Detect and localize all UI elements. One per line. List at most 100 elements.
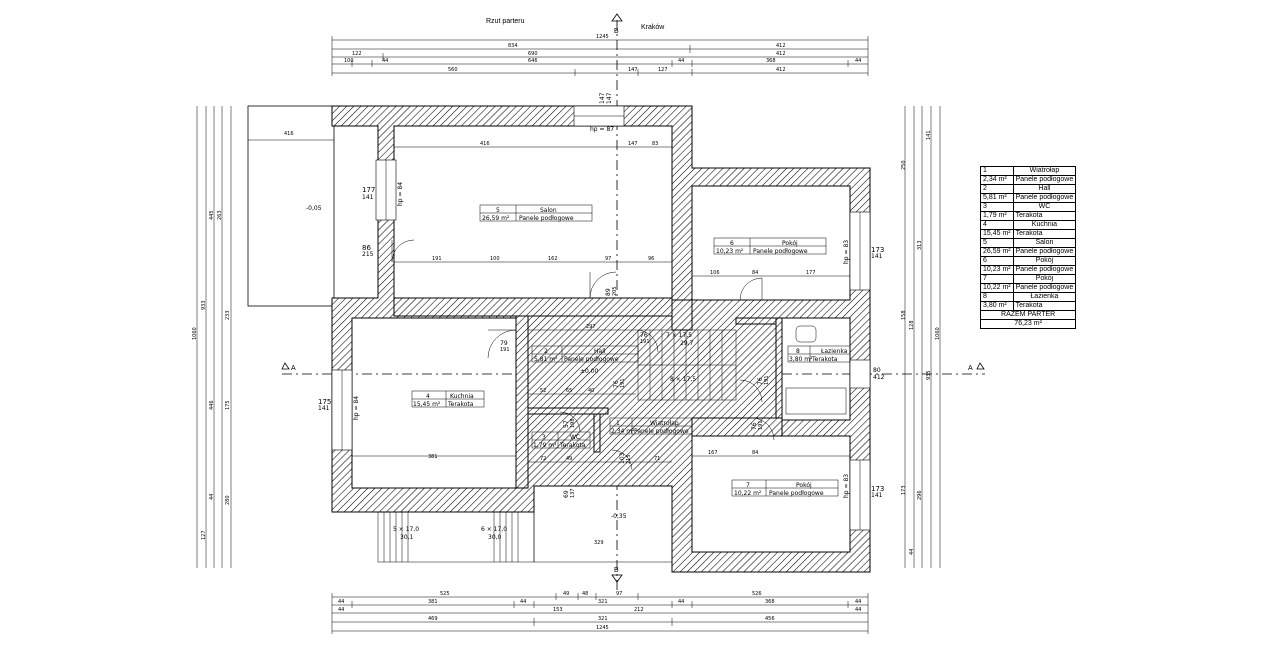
room-label-pokoj-6: 6 Pokój 10,23 m² Panele podłogowe	[713, 237, 827, 255]
legend-room-area: 26,59 m²	[980, 247, 1014, 257]
svg-text:26,59 m²: 26,59 m²	[482, 215, 510, 222]
section-mark-b-top: B	[611, 13, 623, 35]
svg-text:76: 76	[757, 377, 764, 385]
svg-text:141: 141	[318, 405, 330, 412]
svg-text:Łazienka: Łazienka	[820, 348, 848, 355]
svg-text:147: 147	[606, 92, 613, 104]
legend-room-number: 5	[980, 238, 1014, 248]
door-swings	[391, 239, 775, 471]
svg-text:250: 250	[901, 160, 907, 170]
dim-wc-3: 71	[654, 456, 660, 462]
sill-pokoj6: hp = 83	[843, 240, 850, 264]
legend-room-number: 6	[980, 256, 1014, 266]
svg-text:233: 233	[225, 310, 231, 320]
svg-text:175: 175	[318, 398, 331, 406]
legend-room-name: WC	[1012, 202, 1077, 212]
room-label-wc: 3 WC 1,79 m² Terakota	[531, 431, 591, 449]
svg-text:321: 321	[598, 599, 608, 605]
windows	[331, 105, 871, 531]
svg-text:128: 128	[909, 320, 915, 330]
svg-text:1060: 1060	[192, 327, 198, 340]
svg-text:89: 89	[605, 288, 612, 296]
section-mark-a-right: A	[968, 362, 985, 372]
svg-text:10,23 m²: 10,23 m²	[716, 248, 744, 255]
legend-room-floor: Panele podłogowe	[1012, 175, 1077, 185]
dim-salon-5: 100	[490, 256, 500, 262]
room-label-hall: 2 Hall 5,81 m² Panele podłogowe	[531, 345, 639, 363]
svg-text:Pokój: Pokój	[782, 240, 798, 247]
svg-text:1,79 m²: 1,79 m²	[533, 442, 557, 449]
entrance-steps	[377, 485, 673, 563]
legend-room-floor: Terakota	[1012, 211, 1077, 221]
svg-text:191: 191	[500, 347, 510, 353]
legend-room-area: 15,45 m²	[980, 229, 1014, 239]
svg-text:3: 3	[542, 434, 546, 441]
svg-text:313: 313	[917, 240, 923, 250]
svg-text:Salon: Salon	[540, 207, 557, 214]
legend-room-name: Pokój	[1012, 274, 1077, 284]
svg-text:1245: 1245	[596, 34, 609, 40]
stair-label-2: 8 × 17,5	[670, 376, 696, 383]
legend-room-name: Hall	[1012, 184, 1077, 194]
svg-text:191: 191	[758, 420, 764, 430]
dim-salon-7: 97	[605, 256, 611, 262]
svg-text:525: 525	[440, 591, 450, 597]
svg-text:Panele podłogowe: Panele podłogowe	[519, 215, 574, 222]
svg-text:177: 177	[362, 186, 375, 194]
svg-text:2: 2	[544, 348, 548, 355]
svg-text:100: 100	[344, 58, 354, 64]
stair-label-1: 7 × 17,5	[666, 332, 692, 339]
svg-text:5,81 m²: 5,81 m²	[534, 356, 558, 363]
dim-wc-1: 72	[540, 456, 546, 462]
entry-stair-label-1: 5 × 17,0	[393, 526, 419, 533]
svg-text:76: 76	[751, 422, 758, 430]
svg-text:103: 103	[619, 452, 626, 464]
room-label-wiatrolap: 1 Wiatrołap 2,34 m² Panele podłogowe	[609, 417, 693, 435]
dim-pokoj7-2: 84	[752, 450, 758, 456]
svg-text:191: 191	[620, 378, 626, 388]
svg-text:141: 141	[871, 492, 883, 499]
legend-room-floor: Terakota	[1012, 301, 1077, 311]
dim-hall: 297	[586, 324, 596, 330]
svg-text:A: A	[968, 365, 973, 372]
legend-total-area: 76,23 m²	[979, 319, 1077, 329]
dim-salon-3: 83	[652, 141, 658, 147]
svg-text:Hall: Hall	[594, 348, 606, 355]
svg-text:Terakota: Terakota	[811, 356, 838, 363]
sill-kuchnia: hp = 84	[353, 396, 360, 420]
svg-text:215: 215	[626, 454, 632, 464]
dim-hall-2: 52	[540, 388, 546, 394]
dim-entrance: 329	[594, 540, 604, 546]
dim-salon-4: 191	[432, 256, 442, 262]
svg-text:7: 7	[746, 482, 750, 489]
legend-room-name: Wiatrołap	[1012, 166, 1077, 176]
svg-text:526: 526	[752, 591, 762, 597]
svg-text:5: 5	[496, 207, 500, 214]
svg-text:296: 296	[917, 490, 923, 500]
svg-text:469: 469	[428, 616, 438, 622]
sill-pokoj7: hp = 83	[843, 474, 850, 498]
bathroom-fixtures	[785, 325, 847, 415]
legend-room-number: 3	[980, 202, 1014, 212]
door-labels: 79 191 76 191 76 191 76 191 76 191 89 20…	[500, 286, 770, 498]
svg-text:280: 280	[225, 495, 231, 505]
svg-text:456: 456	[765, 616, 775, 622]
svg-text:10,22 m²: 10,22 m²	[734, 490, 762, 497]
room-label-pokoj-7: 7 Pokój 10,22 m² Panele podłogowe	[731, 479, 839, 497]
dim-salon-8: 96	[648, 256, 654, 262]
svg-text:B: B	[614, 567, 619, 574]
svg-text:173: 173	[871, 246, 884, 254]
svg-text:44: 44	[520, 599, 526, 605]
svg-text:141: 141	[926, 130, 932, 140]
svg-text:44: 44	[338, 607, 344, 613]
svg-text:44: 44	[678, 599, 684, 605]
